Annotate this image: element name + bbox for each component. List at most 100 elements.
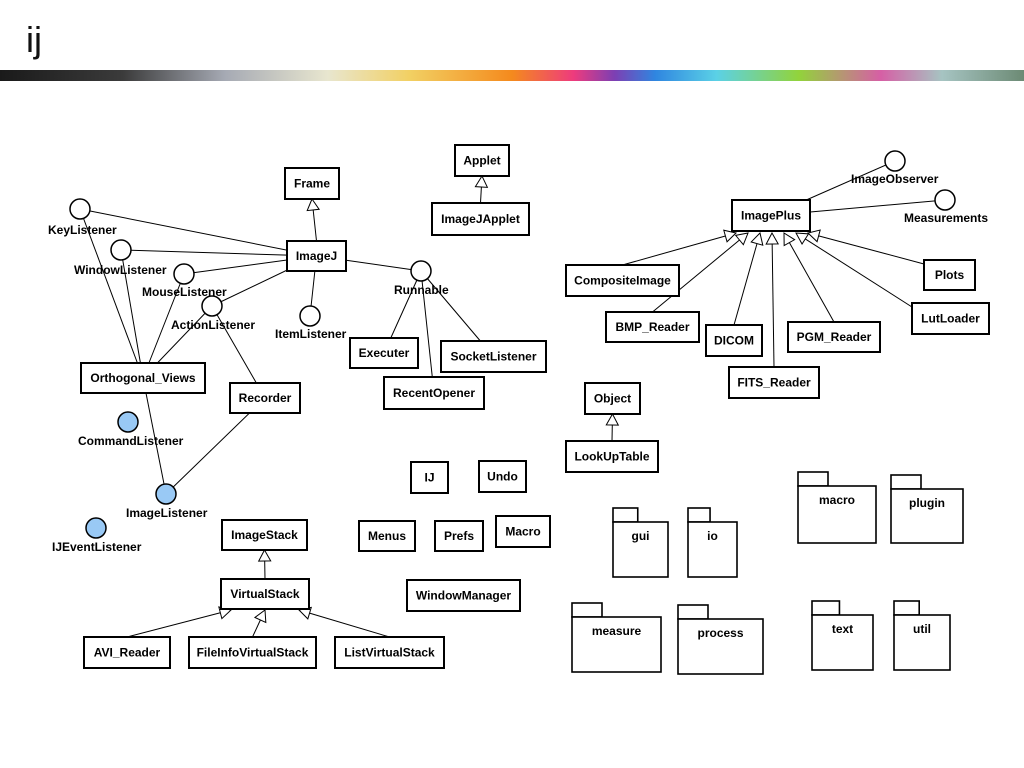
class-pgm-reader: PGM_Reader <box>787 321 881 353</box>
class-box <box>731 199 811 232</box>
realization-line-orthogonal-views-keylistener <box>79 208 144 379</box>
class-label: Object <box>594 392 631 406</box>
inheritance-line-lutloader-imageplus <box>805 238 913 308</box>
class-recorder: Recorder <box>229 382 301 414</box>
interface-label: CommandListener <box>78 434 184 448</box>
class-socketlistener: SocketListener <box>440 340 547 373</box>
class-label: WindowManager <box>416 589 512 603</box>
inheritance-line-compositeimage-imageplus <box>622 235 726 266</box>
interface-label: Runnable <box>394 283 449 297</box>
package-plugin: plugin <box>890 474 964 544</box>
interface-windowlistener: WindowListener <box>74 239 167 277</box>
inheritance-line-listvirtualstack-virtualstack <box>309 612 390 638</box>
interface-imagelistener: ImageListener <box>126 483 208 520</box>
class-fits-reader: FITS_Reader <box>728 366 820 399</box>
package-label: util <box>913 622 931 636</box>
inheritance-line-dicom-imageplus <box>733 243 758 326</box>
class-menus: Menus <box>358 520 416 552</box>
inheritance-arrowhead-bmp-reader <box>734 232 749 246</box>
class-box <box>410 461 449 494</box>
class-object: Object <box>584 382 641 415</box>
package-tab <box>612 507 639 523</box>
class-recentopener: RecentOpener <box>383 376 485 410</box>
interface-circle-icon <box>934 189 956 211</box>
class-box <box>565 440 659 473</box>
interface-label: ItemListener <box>275 327 347 341</box>
interface-label: IJEventListener <box>52 540 142 554</box>
class-label: Recorder <box>239 391 292 405</box>
package-label: text <box>832 622 853 636</box>
package-tab <box>890 474 922 490</box>
package-label: measure <box>592 624 642 638</box>
class-box <box>478 460 527 493</box>
class-orthogonal-views: Orthogonal_Views <box>80 362 206 394</box>
package-process: process <box>677 604 764 675</box>
interface-label: KeyListener <box>48 223 117 237</box>
class-box <box>454 144 510 177</box>
package-text: text <box>811 600 874 671</box>
package-body <box>687 521 738 578</box>
package-body <box>612 521 669 578</box>
class-label: BMP_Reader <box>615 320 689 334</box>
inheritance-arrowhead-dicom <box>750 231 764 246</box>
class-box <box>358 520 416 552</box>
package-tab <box>811 600 841 616</box>
interface-imageobserver: ImageObserver <box>851 150 939 186</box>
class-label: AVI_Reader <box>94 646 161 660</box>
package-io: io <box>687 507 738 578</box>
interface-circle-icon <box>85 517 107 539</box>
class-label: ListVirtualStack <box>344 646 435 660</box>
inheritance-line-imagejapplet-applet <box>480 186 482 204</box>
inheritance-arrowheads <box>218 174 821 624</box>
class-label: ImageJApplet <box>441 212 520 226</box>
package-body <box>890 488 964 544</box>
inheritance-line-fits-reader-imageplus <box>771 243 775 368</box>
class-box <box>605 311 700 343</box>
inheritance-arrowhead-lookuptable <box>605 412 620 426</box>
realization-line-imagej-windowlistener <box>120 249 317 257</box>
package-label: gui <box>632 529 650 543</box>
package-body <box>893 614 951 671</box>
class-label: IJ <box>424 471 434 485</box>
class-label: Macro <box>505 525 540 539</box>
class-imagejapplet: ImageJApplet <box>431 202 530 236</box>
class-imageplus: ImagePlus <box>731 199 811 232</box>
interface-ijeventlistener: IJEventListener <box>52 517 142 554</box>
class-imagestack: ImageStack <box>221 519 308 551</box>
inheritance-arrowhead-imagejapplet <box>474 174 489 188</box>
packages: macro plugin gui io measure process text util <box>571 471 964 675</box>
package-util: util <box>893 600 951 671</box>
interface-circle-icon <box>110 239 132 261</box>
class-box <box>434 520 484 552</box>
class-label: LutLoader <box>921 312 980 326</box>
class-label: Orthogonal_Views <box>90 371 195 385</box>
class-box <box>495 515 551 548</box>
class-box <box>83 636 171 669</box>
interface-measurements: Measurements <box>904 189 988 225</box>
class-label: Executer <box>359 346 410 360</box>
class-label: Frame <box>294 177 330 191</box>
class-box <box>286 240 347 272</box>
interface-circle-icon <box>69 198 91 220</box>
realization-line-orthogonal-views-mouselistener <box>142 273 185 379</box>
inheritance-arrowhead-imagej <box>306 197 321 212</box>
realization-line-orthogonal-views-windowlistener <box>120 249 144 379</box>
package-tab <box>893 600 921 616</box>
class-avi-reader: AVI_Reader <box>83 636 171 669</box>
interfaces: KeyListenerWindowListenerMouseListenerAc… <box>48 150 988 554</box>
package-label: macro <box>819 493 855 507</box>
class-dicom: DICOM <box>705 324 763 357</box>
interface-label: MouseListener <box>142 285 227 299</box>
interface-circle-icon <box>117 411 139 433</box>
class-label: FileInfoVirtualStack <box>197 646 309 660</box>
class-box <box>80 362 206 394</box>
class-box <box>584 382 641 415</box>
interface-circle-icon <box>173 263 195 285</box>
class-label: PGM_Reader <box>797 330 872 344</box>
inheritance-line-imagej-frame <box>312 209 317 242</box>
class-label: FITS_Reader <box>737 376 811 390</box>
inheritance-arrowhead-virtualstack <box>257 548 272 562</box>
class-box <box>728 366 820 399</box>
class-box <box>705 324 763 357</box>
